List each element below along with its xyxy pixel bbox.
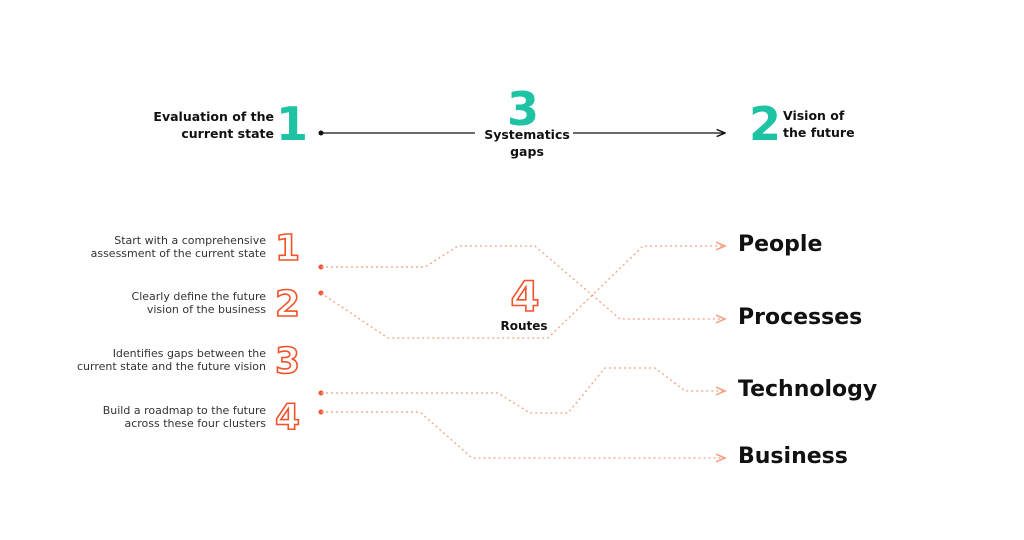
cluster-people: People xyxy=(738,232,823,257)
step-3-line-2: current state and the future vision xyxy=(76,360,266,373)
step-3-number: 3 xyxy=(274,341,301,382)
routes-label: Routes xyxy=(500,319,548,333)
step-4-line-2: across these four clusters xyxy=(124,417,266,430)
header-right-label: Vision of the future xyxy=(783,107,903,141)
step-2-line-1: Clearly define the future xyxy=(131,290,266,303)
step-2-line-2: vision of the business xyxy=(146,303,266,316)
header-right-number: 2 xyxy=(749,97,782,151)
cluster-technology: Technology xyxy=(738,377,878,402)
cluster-processes: Processes xyxy=(738,305,863,330)
step-4-text: Build a roadmap to the future across the… xyxy=(26,404,266,430)
step-1-number: 1 xyxy=(274,228,301,269)
step-2-number: 2 xyxy=(274,284,301,325)
route-path-1 xyxy=(321,245,725,319)
step-1-text: Start with a comprehensive assessment of… xyxy=(26,234,266,260)
step-4-line-1: Build a roadmap to the future xyxy=(102,404,266,417)
header-left-label-line-1: Evaluation of the xyxy=(153,109,274,124)
header-left-label: Evaluation of the current state xyxy=(124,108,274,142)
step-2-text: Clearly define the future vision of the … xyxy=(26,290,266,316)
step-1-line-1: Start with a comprehensive xyxy=(114,234,266,247)
route-path-4 xyxy=(321,411,725,458)
step-3-text: Identifies gaps between the current stat… xyxy=(26,347,266,373)
header-middle-number: 3 xyxy=(506,82,539,136)
routes-number: 4 xyxy=(510,272,541,321)
header-right-label-line-1: Vision of xyxy=(783,108,845,123)
route-path-3 xyxy=(321,367,725,414)
header-middle-label: Systematics gaps xyxy=(474,126,580,160)
header-middle-label-line-1: Systematics xyxy=(484,127,570,142)
header-right-label-line-2: the future xyxy=(783,125,855,140)
step-3-line-1: Identifies gaps between the xyxy=(112,347,266,360)
step-1-line-2: assessment of the current state xyxy=(90,247,266,260)
cluster-business: Business xyxy=(738,444,848,469)
header-left-number: 1 xyxy=(276,97,309,151)
route-path-2 xyxy=(320,246,725,339)
header-middle-label-line-2: gaps xyxy=(510,144,544,159)
header-left-label-line-2: current state xyxy=(181,126,274,141)
step-4-number: 4 xyxy=(274,397,301,438)
